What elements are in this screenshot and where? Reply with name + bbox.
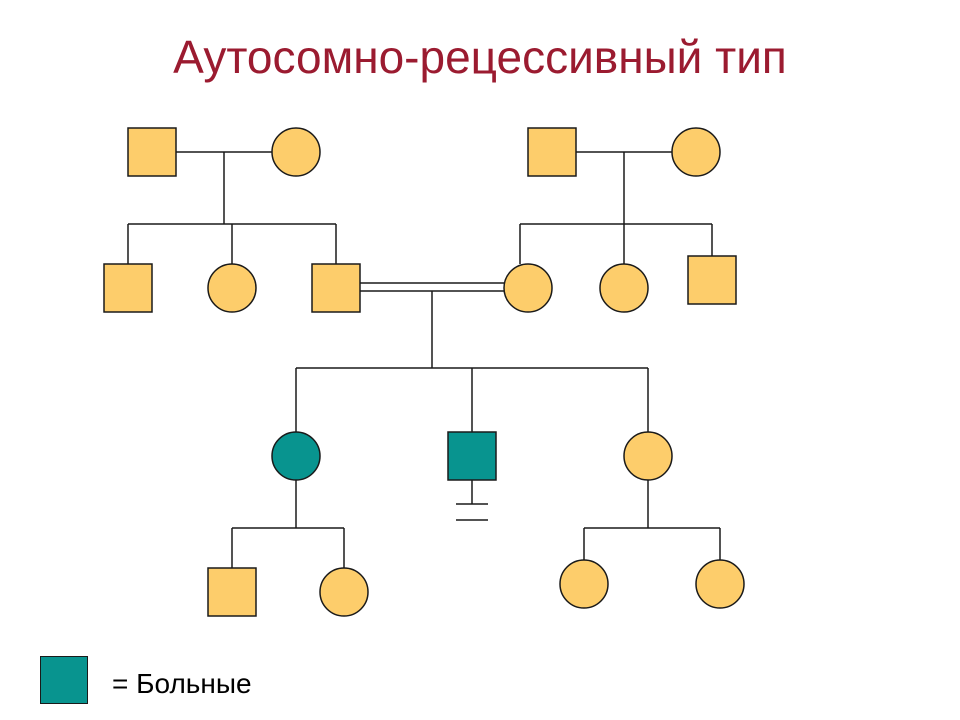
female-symbol xyxy=(623,431,673,481)
legend-affected-swatch xyxy=(40,656,88,704)
female-symbol xyxy=(559,559,609,609)
female-symbol xyxy=(599,263,649,313)
female-symbol xyxy=(503,263,553,313)
female-symbol xyxy=(319,567,369,617)
female-symbol xyxy=(207,263,257,313)
pedigree-individuals xyxy=(103,127,745,617)
female-symbol xyxy=(695,559,745,609)
female-symbol xyxy=(271,127,321,177)
affected-male-symbol xyxy=(447,431,497,481)
male-symbol xyxy=(127,127,177,177)
page-title: Аутосомно-рецессивный тип xyxy=(173,31,787,83)
male-symbol xyxy=(207,567,257,617)
legend-label: = Больные xyxy=(112,668,252,699)
pedigree-lines xyxy=(127,151,721,568)
male-symbol xyxy=(687,255,737,305)
affected-female-symbol xyxy=(271,431,321,481)
male-symbol xyxy=(103,263,153,313)
female-symbol xyxy=(671,127,721,177)
male-symbol xyxy=(311,263,361,313)
male-symbol xyxy=(527,127,577,177)
